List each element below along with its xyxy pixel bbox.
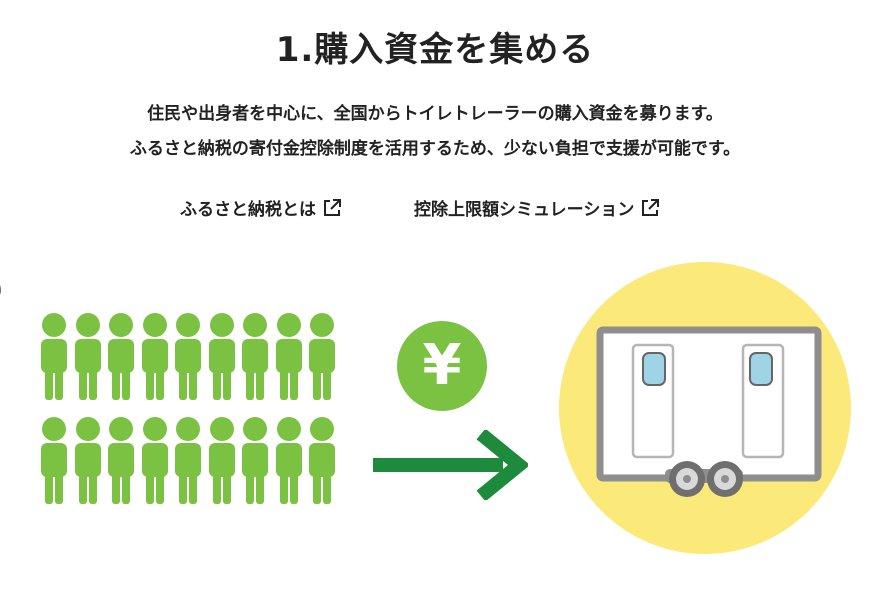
person-icon — [175, 417, 201, 504]
page-title: 1.購入資金を集める — [275, 30, 595, 70]
person-icon — [41, 417, 67, 504]
simulation-link[interactable]: 控除上限額シミュレーション — [414, 195, 660, 220]
person-icon — [208, 417, 235, 504]
people-group — [38, 312, 338, 517]
toilet-trailer-icon — [596, 326, 822, 497]
person-icon — [275, 417, 302, 504]
person-icon — [41, 313, 67, 400]
person-icon — [275, 313, 302, 400]
person-icon — [141, 417, 168, 504]
person-icon — [208, 313, 235, 400]
person-icon — [141, 313, 168, 400]
person-icon — [74, 417, 101, 504]
person-icon — [309, 417, 335, 504]
furusato-link-label: ふるさと納税とは — [180, 200, 316, 220]
arrow-right-icon — [373, 430, 528, 500]
external-link-icon — [324, 198, 341, 216]
furusato-link[interactable]: ふるさと納税とは — [180, 195, 342, 220]
description-line-1: 住民や出身者を中心に、全国からトイレトレーラーの購入資金を募ります。 — [147, 104, 723, 124]
external-link-icon — [642, 198, 660, 216]
person-icon — [242, 313, 268, 400]
simulation-link-label: 控除上限額シミュレーション — [414, 200, 635, 220]
person-icon — [309, 313, 335, 400]
description-line-2: ふるさと納税の寄付金控除制度を活用するため、少ない負担で支援が可能です。 — [129, 139, 741, 159]
edge-decoration — [0, 285, 1, 295]
person-icon — [108, 417, 134, 504]
person-icon — [74, 313, 101, 400]
yen-coin-icon: ¥ — [397, 321, 487, 411]
person-icon — [175, 313, 201, 400]
person-icon — [242, 417, 268, 504]
person-icon — [108, 313, 134, 400]
